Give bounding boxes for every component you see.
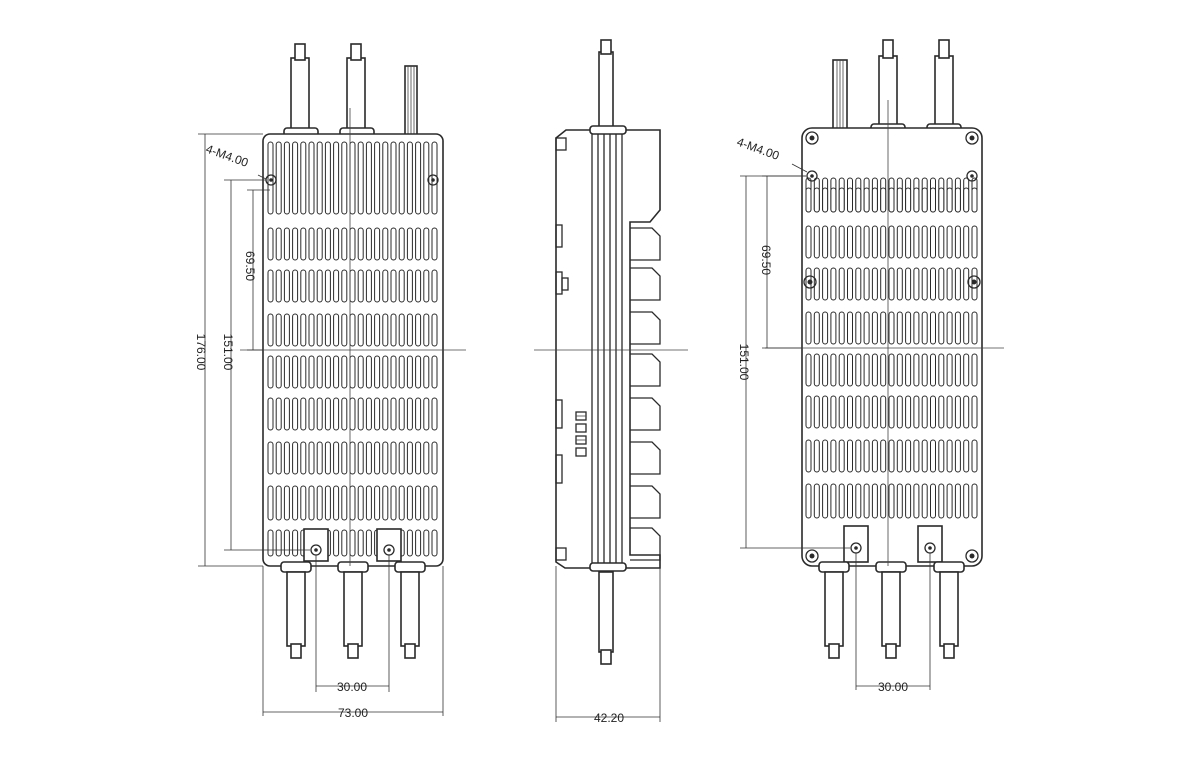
rear-cooling-fins	[805, 177, 978, 519]
rear-view: 4-M4.00 69.50 151.00 30.00	[735, 39, 1004, 694]
front-hole-callout: 4-M4.00	[204, 142, 250, 170]
side-view: 42.20	[534, 39, 688, 725]
side-thickness-label: 42.20	[594, 711, 624, 725]
front-overall-width-label: 73.00	[338, 706, 368, 720]
front-view: 4-M4.00 69.50 151.00 176.00 30.00 73.00	[194, 43, 466, 720]
front-overall-length-label: 176.00	[194, 334, 208, 371]
front-bottom-cables	[280, 561, 426, 659]
rear-hole-span-label: 151.00	[737, 344, 751, 381]
side-dimensions	[555, 566, 661, 722]
front-top-cables	[283, 43, 418, 139]
rear-bottom-cables	[818, 561, 965, 659]
front-terminal-spacing-label: 30.00	[337, 680, 367, 694]
front-dimensions	[198, 133, 444, 716]
rear-hole-callout: 4-M4.00	[735, 135, 781, 163]
rear-terminal-spacing-label: 30.00	[878, 680, 908, 694]
rear-dimensions	[740, 163, 931, 690]
front-vertical-spacing-label: 69.50	[243, 251, 257, 281]
rear-top-cables	[832, 39, 962, 135]
side-cooling-fins	[630, 227, 661, 561]
front-hole-span-label: 151.00	[221, 334, 235, 371]
side-housing	[555, 129, 661, 569]
rear-vertical-spacing-label: 69.50	[759, 245, 773, 275]
side-signal-connector	[575, 411, 587, 457]
